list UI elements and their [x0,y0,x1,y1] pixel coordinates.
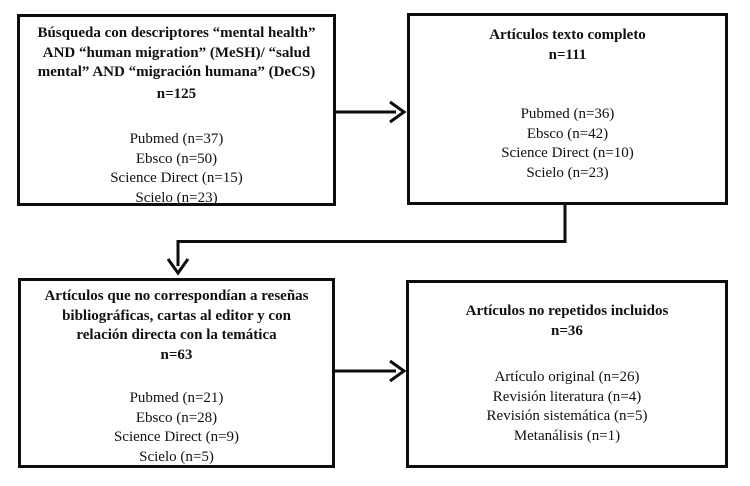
box-included-articles: Artículos no repetidos incluidos n=36 Ar… [406,280,728,468]
breakdown-item: Scielo (n=5) [139,448,214,465]
breakdown-item: Ebsco (n=42) [526,125,609,142]
breakdown-item: Pubmed (n=36) [520,106,615,122]
title-line: Búsqueda con descriptores “mental health… [37,25,316,41]
breakdown-item: Revisión sistemática (n=5) [486,408,648,424]
arrow-screened-to-included-icon [335,359,407,383]
box-screened-breakdown: Pubmed (n=21) Ebsco (n=28) Science Direc… [21,389,332,467]
box-fulltext-articles: Artículos texto completo n=111 Pubmed (n… [407,13,728,205]
box-search-breakdown: Pubmed (n=37) Ebsco (n=50) Science Direc… [20,130,333,208]
breakdown-item: Artículo original (n=26) [494,369,640,385]
box-fulltext-title: Artículos texto completo [410,26,725,46]
box-included-title: Artículos no repetidos incluidos [409,302,725,322]
breakdown-item: Revisión literatura (n=4) [492,388,642,405]
breakdown-item: Pubmed (n=21) [129,390,224,406]
breakdown-item: Science Direct (n=10) [501,145,634,161]
title-line: AND “human migration” (MeSH)/ “salud [42,44,311,61]
box-search-results: Búsqueda con descriptores “mental health… [17,14,336,206]
box-included-count: n=36 [551,322,583,339]
connector-fulltext-to-screened-icon [166,205,567,276]
breakdown-item: Scielo (n=23) [526,164,609,181]
box-included-breakdown: Artículo original (n=26) Revisión litera… [409,368,725,446]
box-screened-count: n=63 [160,346,193,363]
breakdown-item: Scielo (n=23) [135,189,218,206]
box-fulltext-count: n=111 [548,46,587,63]
breakdown-item: Science Direct (n=15) [110,170,243,186]
box-screened-title: Artículos que no correspondían a reseñas… [21,287,332,346]
title-line: Artículos no repetidos incluidos [465,303,669,319]
title-line: Artículos que no correspondían a reseñas [44,288,309,304]
box-search-count: n=125 [156,85,197,102]
title-line: mental” AND “migración humana” (DeCS) [37,64,316,80]
arrow-search-to-fulltext-icon [336,100,407,124]
title-line: bibliográficas, cartas al editor y con [62,307,291,324]
breakdown-item: Ebsco (n=50) [135,150,218,167]
breakdown-item: Science Direct (n=9) [113,429,240,445]
box-fulltext-breakdown: Pubmed (n=36) Ebsco (n=42) Science Direc… [410,105,725,183]
box-search-title: Búsqueda con descriptores “mental health… [20,24,333,83]
box-screened-articles: Artículos que no correspondían a reseñas… [18,278,335,468]
title-line: relación directa con la temática [76,327,277,343]
breakdown-item: Pubmed (n=37) [129,131,224,147]
breakdown-item: Metanálisis (n=1) [513,427,621,444]
breakdown-item: Ebsco (n=28) [135,409,218,426]
title-line: Artículos texto completo [489,27,646,43]
